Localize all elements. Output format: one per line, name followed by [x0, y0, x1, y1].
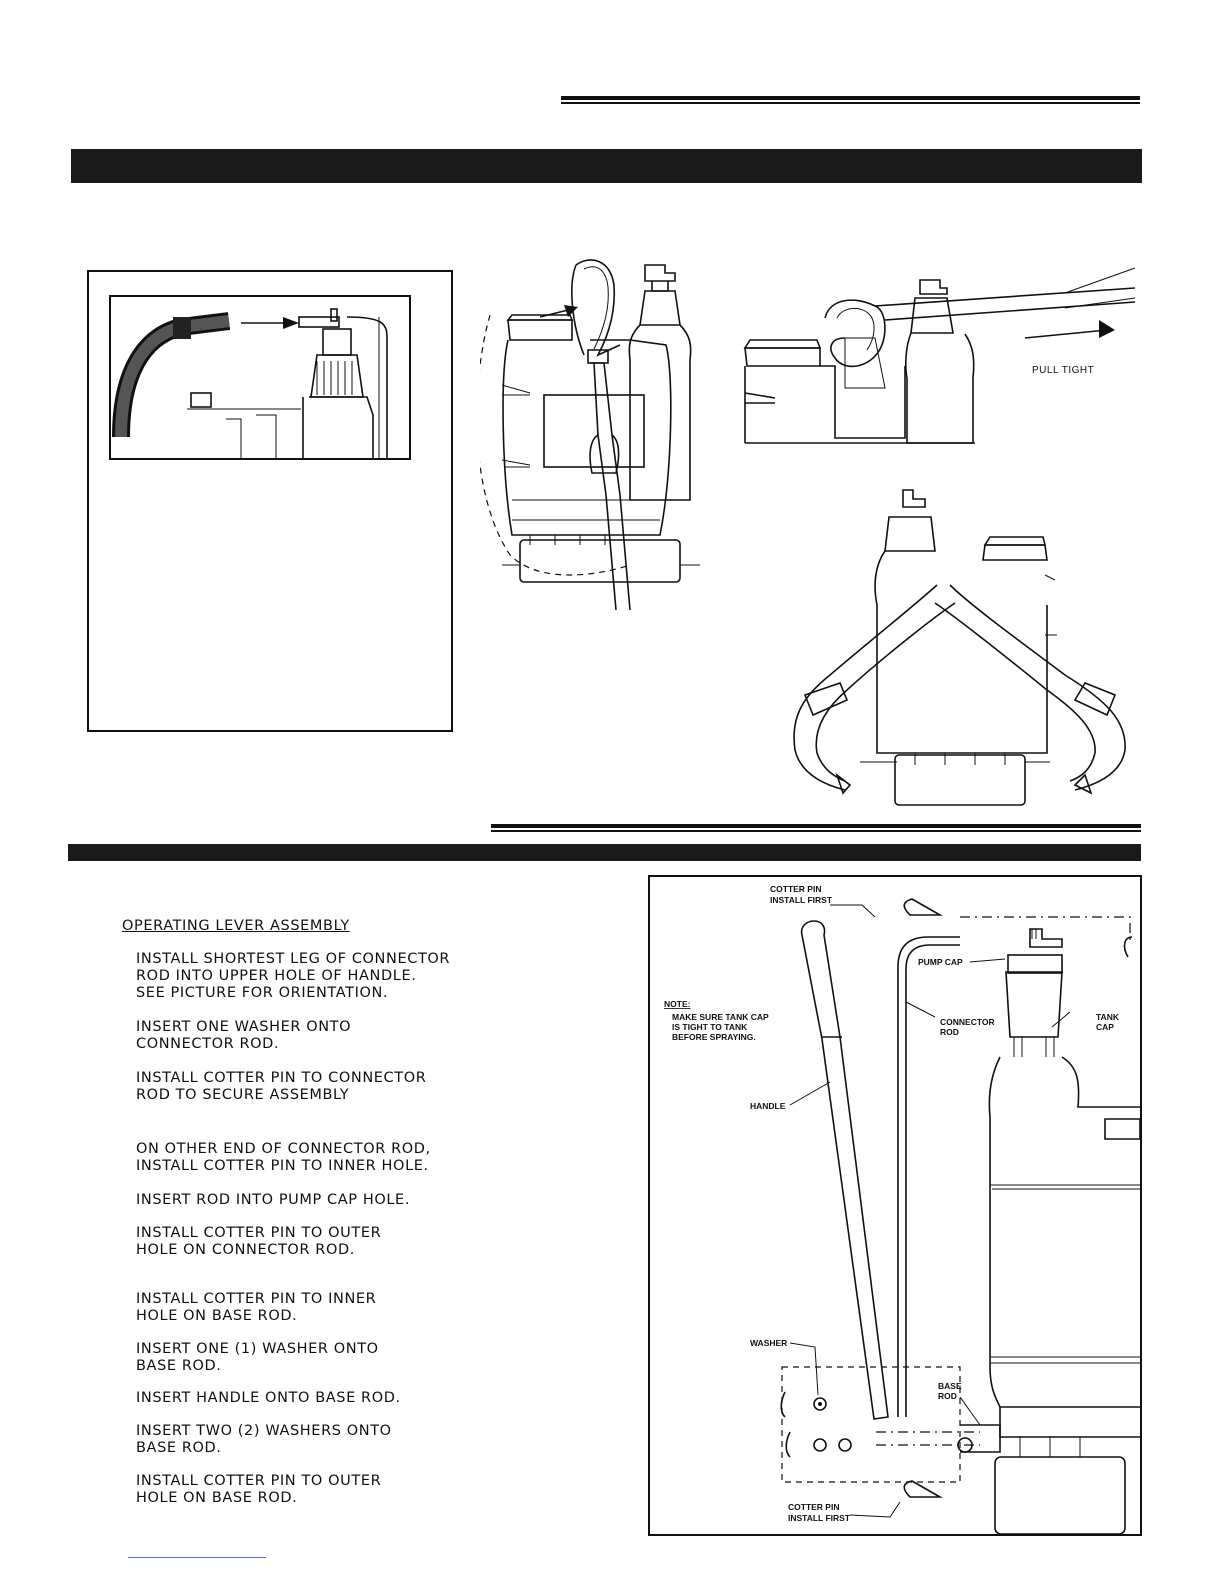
section-bar-hose [71, 149, 1142, 183]
instruction-step: INSERT ONE (1) WASHER ONTO BASE ROD. [136, 1341, 379, 1374]
label-cotter-pin-bottom: COTTER PIN [788, 1502, 839, 1512]
section-bar-lever [68, 844, 1141, 861]
lever-assembly-panel: COTTER PIN INSTALL FIRST PUMP CAP TANK C… [648, 875, 1142, 1536]
label-connector-rod-2: ROD [940, 1027, 959, 1037]
label-note-title: NOTE: [664, 999, 691, 1009]
instruction-step: INSTALL COTTER PIN TO OUTER HOLE ON BASE… [136, 1473, 382, 1506]
label-note-line: IS TIGHT TO TANK [672, 1022, 748, 1032]
instructions-heading: OPERATING LEVER ASSEMBLY [122, 918, 350, 934]
hose-attach-drawing [112, 308, 388, 458]
label-handle: HANDLE [750, 1101, 786, 1111]
header-rule-thick [561, 96, 1140, 100]
label-base-rod-2: ROD [938, 1391, 957, 1401]
label-cotter-pin-top: COTTER PIN [770, 884, 821, 894]
label-tank-cap-2: CAP [1096, 1022, 1114, 1032]
lever-assembly-drawing: COTTER PIN INSTALL FIRST PUMP CAP TANK C… [664, 884, 1140, 1534]
label-tank-cap: TANK [1096, 1012, 1120, 1022]
label-washer: WASHER [750, 1338, 787, 1348]
label-note-line: MAKE SURE TANK CAP [672, 1012, 769, 1022]
hose-attach-figure [109, 295, 411, 460]
label-pump-cap: PUMP CAP [918, 957, 963, 967]
strap-crossed-figure [793, 489, 1126, 806]
instruction-step: INSTALL SHORTEST LEG OF CONNECTOR ROD IN… [136, 951, 451, 1001]
header-rule-thin [561, 102, 1140, 104]
pull-tight-label: PULL TIGHT [1032, 365, 1094, 376]
instruction-step: INSERT ROD INTO PUMP CAP HOLE. [136, 1192, 411, 1208]
instruction-step: INSTALL COTTER PIN TO INNER HOLE ON BASE… [136, 1291, 377, 1324]
footer-underline [128, 1557, 266, 1558]
label-base-rod: BASE [938, 1381, 962, 1391]
label-connector-rod: CONNECTOR [940, 1017, 995, 1027]
instruction-step: ON OTHER END OF CONNECTOR ROD, INSTALL C… [136, 1141, 431, 1174]
hose-inset-panel [87, 270, 453, 732]
instruction-step: INSERT TWO (2) WASHERS ONTO BASE ROD. [136, 1423, 392, 1456]
instruction-step: INSERT ONE WASHER ONTO CONNECTOR ROD. [136, 1019, 352, 1052]
strap-pull-tight-figure: PULL TIGHT [743, 267, 1136, 444]
instruction-step: INSERT HANDLE ONTO BASE ROD. [136, 1390, 401, 1406]
label-cotter-pin-bottom-install: INSTALL FIRST [788, 1513, 851, 1523]
label-note-line: BEFORE SPRAYING. [672, 1032, 756, 1042]
mid-rule-thick [491, 824, 1141, 828]
label-cotter-pin-top-install: INSTALL FIRST [770, 895, 833, 905]
strap-loop-figure [480, 259, 700, 610]
mid-rule-thin [491, 830, 1141, 832]
instruction-step: INSTALL COTTER PIN TO OUTER HOLE ON CONN… [136, 1225, 382, 1258]
instruction-step: INSTALL COTTER PIN TO CONNECTOR ROD TO S… [136, 1070, 427, 1103]
